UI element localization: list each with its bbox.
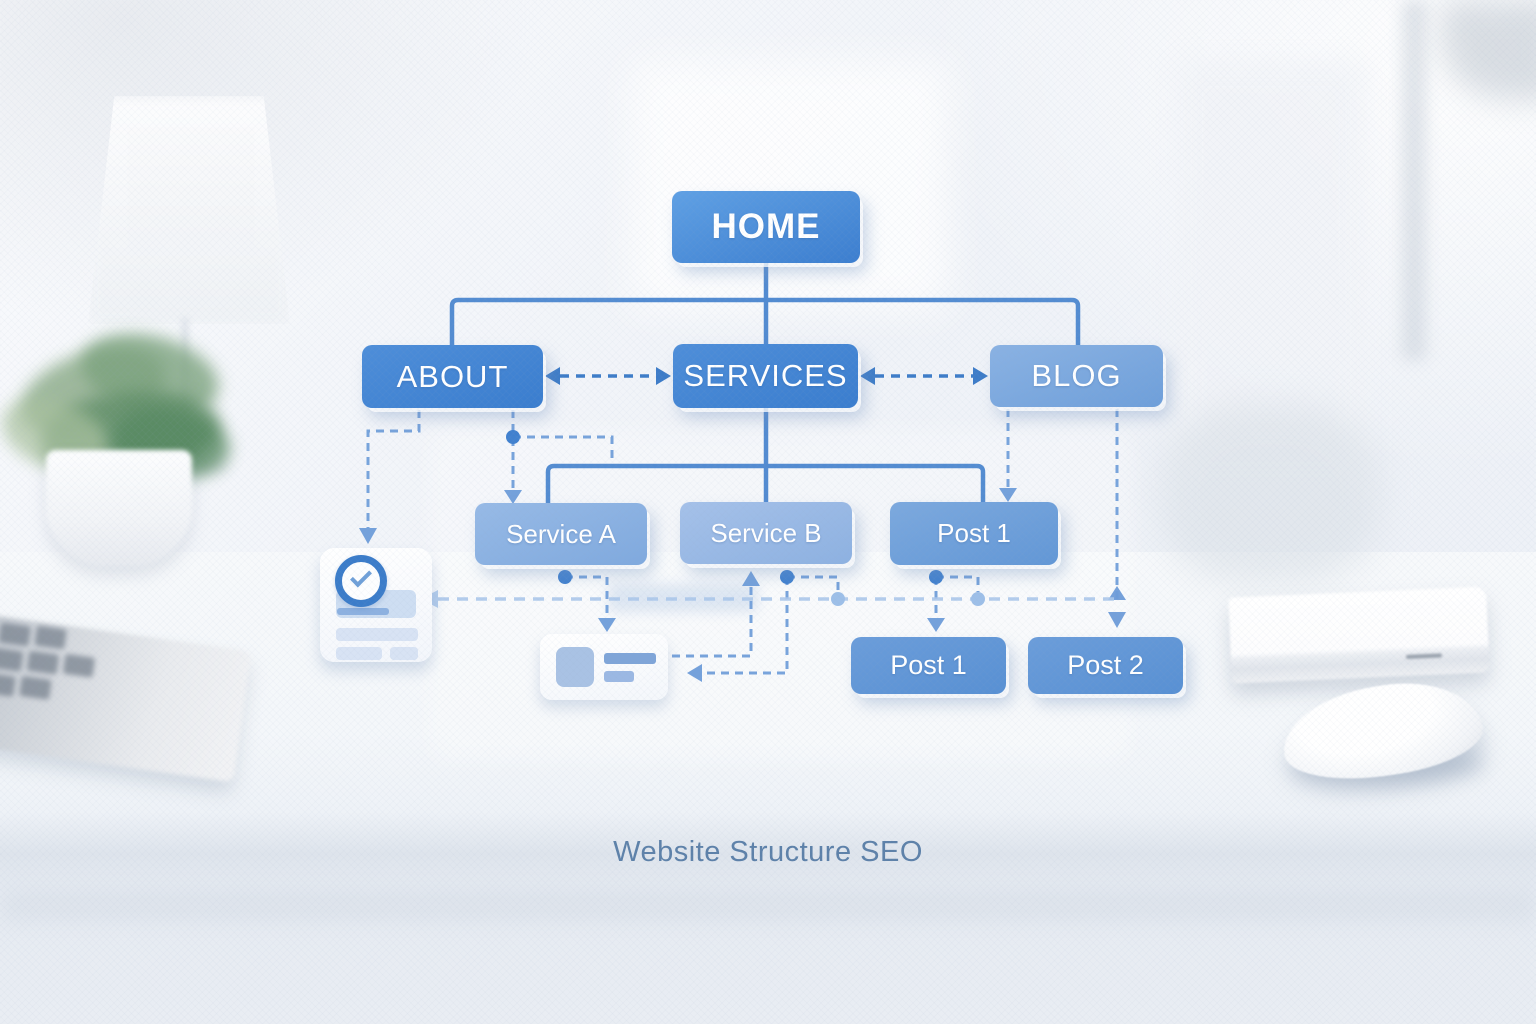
document-text-line [390, 647, 418, 660]
node-label: Service B [710, 517, 822, 548]
notebook [1228, 586, 1490, 684]
plant-pot [46, 450, 192, 566]
node-label: Post 2 [1067, 650, 1144, 680]
diagram-caption: Website Structure SEO [613, 836, 923, 868]
checklist-document-icon [320, 548, 432, 662]
desk-edge-shadow [0, 888, 1536, 922]
diagram-node-service-b: Service B [680, 502, 852, 564]
document-text-line [336, 628, 418, 641]
diagram-node-blog-post-1: Post 1 [890, 502, 1058, 565]
diagram-node-blog: BLOG [990, 345, 1163, 407]
article-thumbnail [556, 647, 594, 687]
ghost-watermark [608, 584, 758, 612]
article-text-line [604, 653, 656, 664]
node-label: Post 1 [937, 518, 1011, 548]
node-label: Post 1 [890, 650, 967, 680]
document-accent-bar [337, 608, 389, 615]
window-corner-shade [1440, 0, 1536, 100]
node-label: SERVICES [683, 358, 848, 393]
diagram-backdrop-panel [428, 428, 1132, 762]
node-label: Service A [506, 518, 616, 549]
lamp-shade [88, 96, 290, 324]
diagram-node-service-a: Service A [475, 503, 647, 565]
article-card-icon [540, 634, 668, 700]
checkmark-circle-icon [335, 555, 387, 607]
diagram-node-post-1: Post 1 [851, 637, 1006, 694]
node-label: HOME [711, 207, 821, 246]
article-text-line [604, 671, 634, 682]
diagram-node-home: HOME [672, 191, 860, 263]
diagram-node-services: SERVICES [673, 344, 858, 408]
notebook-slit [1406, 653, 1443, 660]
checkmark-icon [350, 565, 372, 588]
diagram-node-post-2: Post 2 [1028, 637, 1183, 694]
background-glow [630, 60, 950, 310]
document-text-line [336, 647, 382, 660]
window-frame [1402, 0, 1426, 360]
chair-silhouette [1160, 404, 1380, 584]
diagram-node-about: ABOUT [362, 345, 543, 408]
node-label: BLOG [1031, 358, 1122, 393]
node-label: ABOUT [396, 358, 509, 394]
